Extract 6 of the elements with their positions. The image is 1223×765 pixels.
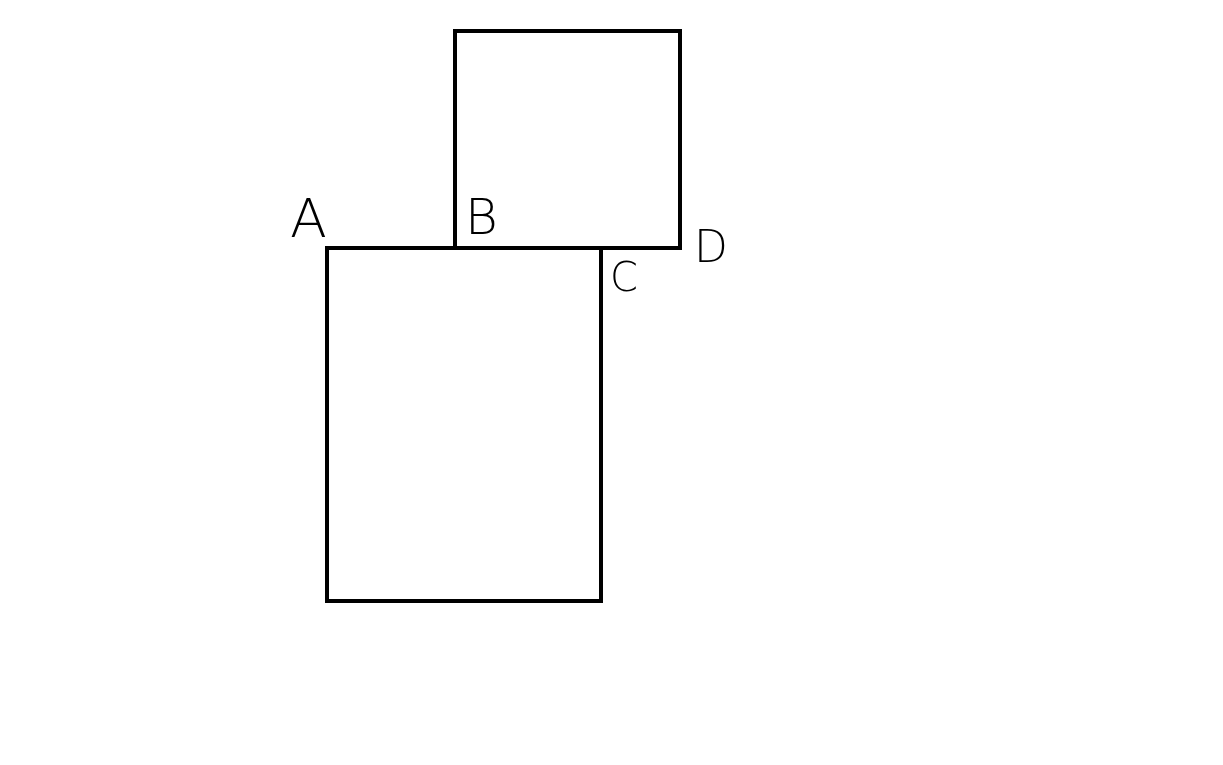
corner-label: A [290, 192, 327, 246]
corner-label: B [465, 192, 498, 242]
corner-label: C [610, 257, 638, 297]
corner-label: D [694, 225, 728, 269]
square-outline [325, 246, 603, 603]
square-outline [453, 29, 682, 250]
